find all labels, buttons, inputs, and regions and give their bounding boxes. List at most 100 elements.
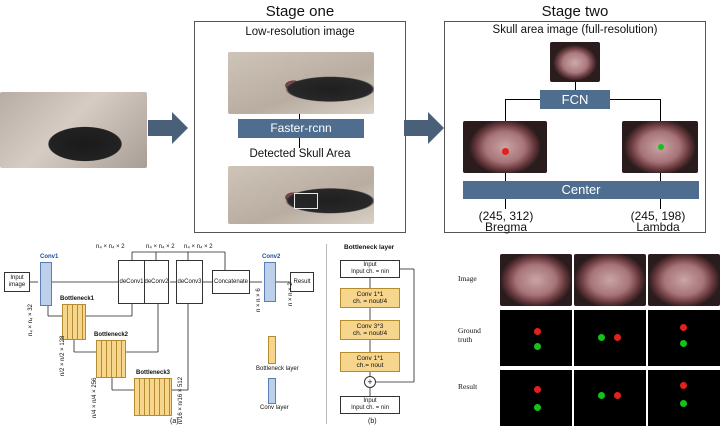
legend-bottleneck-label: Bottleneck layer <box>256 366 299 372</box>
fcn-branch-right <box>610 99 660 100</box>
concatenate-box: Concatenate <box>212 270 250 294</box>
fcn-branch-right-down <box>660 99 661 121</box>
result-cell-1 <box>500 370 572 426</box>
bottleneck-detail-title: Bottleneck layer <box>344 244 395 251</box>
bottleneck-connectors <box>369 268 415 396</box>
faster-rcnn-box: Faster-rcnn <box>238 119 364 138</box>
divider-a-b <box>326 244 327 424</box>
result-image-3 <box>648 254 720 306</box>
fcn-box: FCN <box>540 90 610 109</box>
row-label-result: Result <box>458 382 478 391</box>
ground-truth-cell-3 <box>648 310 720 366</box>
gt2-red-dot <box>614 334 621 341</box>
caption-b: (b) <box>368 418 377 425</box>
conv2-label: Conv2 <box>262 254 281 260</box>
ground-truth-cell-2 <box>574 310 646 366</box>
bottleneck2-label: Bottleneck2 <box>94 332 129 338</box>
bregma-label: Bregma <box>484 220 528 234</box>
bottleneck-detail: Bottleneck layer Input Input ch. = nin C… <box>330 240 440 428</box>
skull-image <box>550 42 600 82</box>
deconv1-box: deConv1 <box>118 260 145 304</box>
res3-red-dot <box>680 382 687 389</box>
bottleneck1-block <box>62 304 86 340</box>
lowres-image <box>228 52 374 114</box>
bottleneck-add-node: + <box>364 376 376 388</box>
dim-side-5: n × n × 6 <box>256 288 262 312</box>
gt3-green-dot <box>680 340 687 347</box>
gt1-red-dot <box>534 328 541 335</box>
bottleneck-conv3: Conv 1*1 ch.= nout <box>340 352 400 372</box>
result-cell-2 <box>574 370 646 426</box>
arrow-to-stage-one <box>148 112 188 144</box>
res2-green-dot <box>598 392 605 399</box>
stage-one-title: Stage one <box>265 3 335 20</box>
dim-top-3: n₄ × n₄ × 2 <box>184 244 213 250</box>
result-cell-3 <box>648 370 720 426</box>
lambda-dot <box>658 144 664 150</box>
deconv3-box: deConv3 <box>176 260 203 304</box>
stage-two-title: Stage two <box>541 3 609 20</box>
skull-image-label: Skull area image (full-resolution) <box>492 24 658 36</box>
stage-one-panel: Low-resolution image Faster-rcnn Detecte… <box>194 21 406 233</box>
legend-conv-swatch <box>268 378 276 404</box>
bottleneck3-label: Bottleneck3 <box>136 370 171 376</box>
res2-red-dot <box>614 392 621 399</box>
lambda-label: Lambda <box>636 220 680 234</box>
result-box: Result <box>290 272 314 292</box>
bottleneck1-label: Bottleneck1 <box>60 296 95 302</box>
dim-side-6: n × n × 2 <box>288 282 294 306</box>
conv2-block <box>264 262 276 302</box>
gt2-green-dot <box>598 334 605 341</box>
gt1-green-dot <box>534 343 541 350</box>
conv1-block <box>40 262 52 306</box>
fcn-branch-left-down <box>505 99 506 121</box>
input-mouse-photo <box>0 92 147 168</box>
arrow-bregma-down <box>505 173 506 181</box>
dim-side-3: n/4 × n/4 × 256 <box>92 377 98 418</box>
results-grid: Image Ground truth Result <box>446 248 722 428</box>
lowres-label: Low-resolution image <box>245 26 355 38</box>
bregma-heatmap-image <box>463 121 547 173</box>
res1-green-dot <box>534 404 541 411</box>
input-image-box: Input image <box>4 272 30 292</box>
fcn-branch-left <box>505 99 540 100</box>
legend-conv-label: Conv layer <box>260 405 289 411</box>
bottleneck-input-bottom: Input Input ch. = nin <box>340 396 400 414</box>
arrow-down-2 <box>299 138 300 148</box>
caption-a: (a) <box>170 418 179 425</box>
network-diagram: Input image Conv1 Bottleneck1 Bottleneck… <box>0 240 320 428</box>
dim-top-1: n₄ × n₄ × 2 <box>96 244 125 250</box>
result-image-2 <box>574 254 646 306</box>
bottleneck3-block <box>134 378 172 416</box>
row-label-image: Image <box>458 274 477 283</box>
lambda-coords: (245, 198) <box>630 209 686 223</box>
bottleneck-input-top: Input Input ch. = nin <box>340 260 400 278</box>
legend-bottleneck-swatch <box>268 336 276 364</box>
dim-side-4: n/16 × n/16 × 512 <box>178 376 184 424</box>
detected-label: Detected Skull Area <box>249 148 351 160</box>
result-image-1 <box>500 254 572 306</box>
row-label-ground-truth: Ground truth <box>458 326 481 344</box>
arrow-skull-to-fcn <box>575 82 576 90</box>
dim-side-1: n₄ × n₄ × 32 <box>28 304 34 336</box>
detection-box <box>294 193 318 209</box>
bottleneck2-block <box>96 340 126 378</box>
arrow-down-1 <box>299 114 300 122</box>
arrow-lambda-down <box>660 173 661 181</box>
arrow-to-stage-two <box>404 112 444 144</box>
lambda-heatmap-image <box>622 121 698 173</box>
bregma-coords: (245, 312) <box>478 209 534 223</box>
arrow-center-bregma <box>505 199 506 209</box>
dim-side-2: n/2 × n/2 × 128 <box>60 335 66 376</box>
bregma-dot <box>502 148 509 155</box>
stage-two-panel: Skull area image (full-resolution) FCN C… <box>444 21 706 234</box>
ground-truth-cell-1 <box>500 310 572 366</box>
bottleneck-conv1: Conv 1*1 ch. = nout/4 <box>340 288 400 308</box>
gt3-red-dot <box>680 324 687 331</box>
center-box: Center <box>463 181 699 199</box>
bottleneck-conv2: Conv 3*3 ch. = nout/4 <box>340 320 400 340</box>
arrow-center-lambda <box>660 199 661 209</box>
conv1-label: Conv1 <box>40 254 59 260</box>
deconv2-box: deConv2 <box>144 260 169 304</box>
detected-image <box>228 166 374 224</box>
